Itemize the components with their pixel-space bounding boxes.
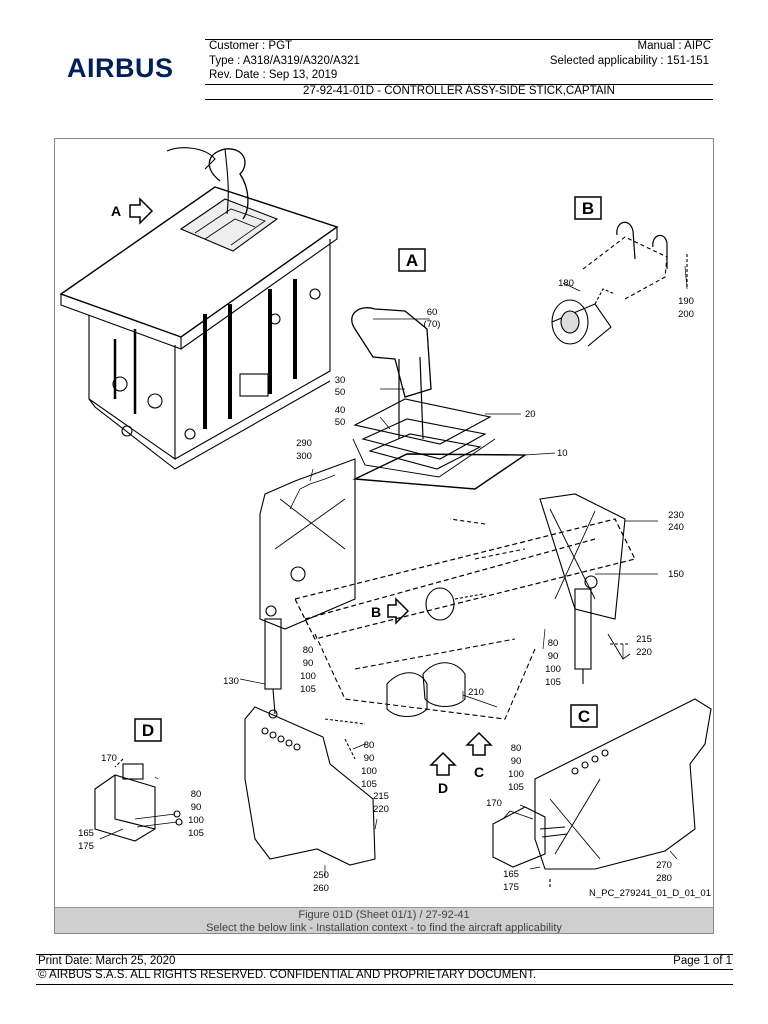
drawing-id: N_PC_279241_01_D_01_01 [589, 888, 711, 899]
view-b-arrow [387, 597, 410, 625]
footer-rule-top [36, 954, 733, 955]
callout-220-left: 220 [373, 804, 389, 815]
callout-215-left: 215 [373, 791, 389, 802]
header-rule-bottom [205, 99, 713, 100]
callout-130: 130 [223, 676, 239, 687]
callout-40: 40 [335, 405, 346, 416]
callout-100-left: 100 [300, 671, 316, 682]
rev-date-label: Rev. Date : Sep 13, 2019 [209, 69, 338, 81]
callout-leader-lines [99, 265, 688, 877]
callout-100-center: 100 [545, 664, 561, 675]
callout-210: 210 [468, 687, 484, 698]
document-title: 27-92-41-01D - CONTROLLER ASSY-SIDE STIC… [303, 85, 615, 97]
callout-105-lower-right: 105 [508, 782, 524, 793]
callout-100-view-d: 100 [188, 815, 204, 826]
callout-215-right: 215 [636, 634, 652, 645]
callout-80-center: 80 [548, 638, 559, 649]
callout-170-view-c: 170 [486, 798, 502, 809]
callout-175-view-c: 175 [503, 882, 519, 893]
footer-rule-middle [36, 969, 733, 970]
callout-100-lower-right: 100 [508, 769, 524, 780]
callout-80-lower-right: 80 [511, 743, 522, 754]
callout-170-view-d: 170 [101, 753, 117, 764]
view-d-box [134, 718, 162, 742]
callout-50-lower: 50 [335, 417, 346, 428]
left-fairing-drawing [244, 706, 376, 866]
callout-90-lower-right: 90 [511, 756, 522, 767]
airbus-logo: AIRBUS [67, 53, 174, 83]
applicability-label: Selected applicability : 151-151 [549, 55, 709, 67]
exploded-view-drawing: A A B [59, 147, 712, 899]
view-c-box [570, 704, 598, 728]
view-d-box-label: D [142, 721, 154, 740]
callout-80-left: 80 [303, 645, 314, 656]
customer-label: Customer : PGT [209, 40, 293, 52]
manual-label: Manual : AIPC [637, 40, 711, 52]
controller-exploded-drawing [259, 307, 636, 760]
view-b-box [574, 196, 602, 220]
callout-165-view-c: 165 [503, 869, 519, 880]
header-rule-top [205, 39, 713, 40]
callout-240: 240 [668, 522, 684, 533]
view-a-box [398, 248, 426, 272]
callout-105-left: 105 [300, 684, 316, 695]
callout-200: 200 [678, 309, 694, 320]
callout-30: 30 [335, 375, 346, 386]
installation-context-link[interactable]: Select the below link - Installation con… [206, 922, 562, 934]
callout-150: 150 [668, 569, 684, 580]
callout-105-center: 105 [545, 677, 561, 688]
footer-rule-bottom [36, 984, 733, 985]
callout-20: 20 [525, 409, 536, 420]
view-d-arrow [429, 751, 457, 776]
view-b-arrow-label: B [371, 604, 381, 620]
callout-260: 260 [313, 883, 329, 894]
callout-90-center: 90 [548, 651, 559, 662]
callout-190: 190 [678, 296, 694, 307]
callout-180: 180 [558, 278, 574, 289]
type-label: Type : A318/A319/A320/A321 [209, 55, 360, 67]
header-rule-middle [205, 84, 713, 85]
callout-105-lower-left: 105 [361, 779, 377, 790]
callout-175-view-d: 175 [78, 841, 94, 852]
callout-90-lower-left: 90 [364, 753, 375, 764]
callout-10: 10 [557, 448, 568, 459]
callout-280: 280 [656, 873, 672, 884]
view-a-arrow-label: A [111, 203, 121, 219]
callout-90-left: 90 [303, 658, 314, 669]
callout-165-view-d: 165 [78, 828, 94, 839]
view-d-detail-drawing [94, 758, 183, 842]
callout-270: 270 [656, 860, 672, 871]
copyright-notice: © AIRBUS S.A.S. ALL RIGHTS RESERVED. CON… [38, 969, 537, 981]
callout-290: 290 [296, 438, 312, 449]
callout-300: 300 [296, 451, 312, 462]
callout-80-lower-left: 80 [364, 740, 375, 751]
view-a-arrow [129, 197, 154, 225]
callout-100-lower-left: 100 [361, 766, 377, 777]
callout-50-upper: 50 [335, 387, 346, 398]
view-b-detail-drawing [551, 221, 688, 347]
callout-70: (70) [424, 319, 441, 330]
callout-90-view-d: 90 [191, 802, 202, 813]
callout-250: 250 [313, 870, 329, 881]
view-d-arrow-label: D [438, 780, 448, 796]
callout-105-view-d: 105 [188, 828, 204, 839]
figure-frame: A A B [54, 138, 714, 934]
view-b-box-label: B [582, 199, 594, 218]
view-c-arrow [465, 731, 493, 756]
callout-80-view-d: 80 [191, 789, 202, 800]
view-c-box-label: C [578, 707, 590, 726]
view-a-box-label: A [406, 251, 418, 270]
page-number: Page 1 of 1 [673, 955, 732, 967]
callout-60: 60 [427, 307, 438, 318]
callout-230: 230 [668, 510, 684, 521]
figure-caption-title: Figure 01D (Sheet 01/1) / 27-92-41 [298, 909, 470, 921]
callout-220-right: 220 [636, 647, 652, 658]
installed-assembly-drawing [59, 147, 339, 470]
view-c-detail-drawing [492, 698, 712, 887]
figure-caption: Figure 01D (Sheet 01/1) / 27-92-41 Selec… [55, 907, 713, 934]
view-c-arrow-label: C [474, 764, 484, 780]
print-date: Print Date: March 25, 2020 [38, 955, 176, 967]
